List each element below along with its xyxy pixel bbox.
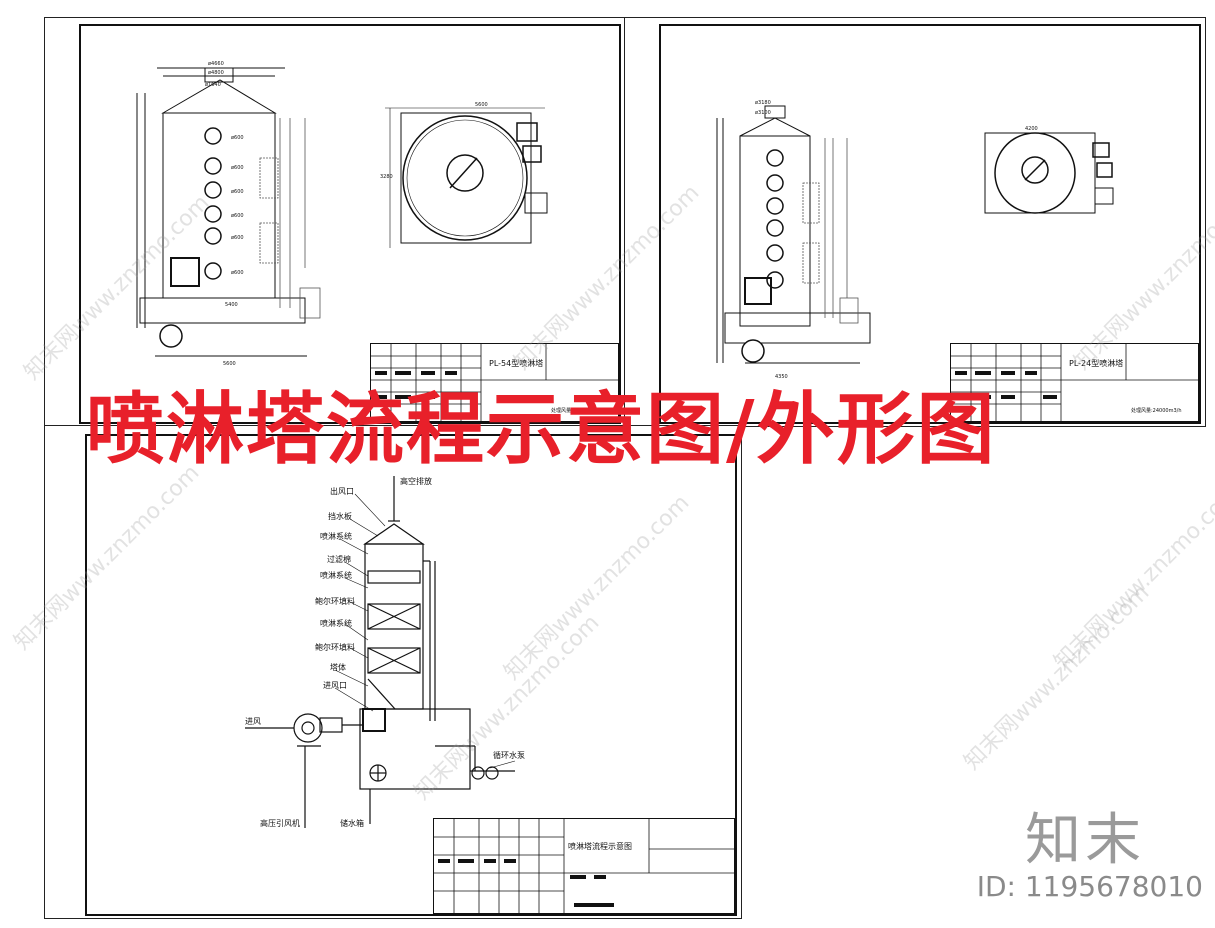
drawing-frame xyxy=(659,24,1201,424)
title-block-process: 喷淋塔流程示意图 xyxy=(433,818,735,914)
model-title-pl24: PL-24型喷淋塔 xyxy=(1069,358,1123,368)
drawing-sheet-pl54: 5600 3280 ø4660 ø4800 ø1640 ø600 ø600 ø6… xyxy=(44,17,626,427)
label-spray1: 喷淋系统 xyxy=(320,531,352,541)
title-block-pl24: PL-24型喷淋塔 处理风量:24000m3/h xyxy=(950,343,1199,422)
dim-4660: ø4660 xyxy=(208,61,224,67)
label-spray2: 喷淋系统 xyxy=(320,570,352,580)
dim-600c: ø600 xyxy=(231,189,244,195)
dim-3280: 5600 xyxy=(475,102,488,108)
process-flow-diagram: 出风口 高空排放 挡水板 喷淋系统 过滤棉 喷淋系统 鲍尔环填料 喷淋系统 鲍尔… xyxy=(245,476,525,828)
pl24-drawing: ø3180 ø3100 4200 4350 xyxy=(716,100,1114,380)
dim-4200: 4200 xyxy=(1025,126,1038,132)
dim-4350: 4350 xyxy=(775,374,788,380)
dim-600: ø600 xyxy=(231,135,244,141)
label-pump: 循环水泵 xyxy=(493,750,525,760)
label-fan: 高压引风机 xyxy=(260,818,300,828)
inlet-duct xyxy=(362,708,386,732)
label-inlet: 进风口 xyxy=(323,681,347,690)
model-title-pl54: PL-54型喷淋塔 xyxy=(489,358,543,368)
tower-body xyxy=(739,135,811,327)
water-tank xyxy=(359,708,471,790)
label-exhaust: 高空排放 xyxy=(400,476,432,486)
dim-1640: ø1640 xyxy=(205,82,221,88)
dim-3180: ø3180 xyxy=(755,100,771,106)
drawing-frame xyxy=(79,24,621,424)
watermark: 知末网www.znzmo.com xyxy=(959,580,1155,776)
pl54-drawing: 5600 3280 ø4660 ø4800 ø1640 ø600 ø600 ø6… xyxy=(136,61,548,367)
label-tower: 塔体 xyxy=(330,662,346,672)
process-title: 喷淋塔流程示意图 xyxy=(568,841,632,851)
brand-logo: 知末 xyxy=(1025,808,1145,873)
dim-600d: ø600 xyxy=(231,213,244,219)
label-tank: 储水箱 xyxy=(340,818,364,828)
dim-6000: 3280 xyxy=(380,174,393,180)
dim-5600: 5600 xyxy=(223,361,236,367)
label-spray3: 喷淋系统 xyxy=(320,618,352,628)
drawing-sheet-process: 出风口 高空排放 挡水板 喷淋系统 过滤棉 喷淋系统 鲍尔环填料 喷淋系统 鲍尔… xyxy=(44,425,742,919)
capacity-pl54: 处理风量:54000m3/h xyxy=(551,407,602,414)
label-demister: 挡水板 xyxy=(328,511,352,521)
dim-600e: ø600 xyxy=(231,235,244,241)
dim-600f: ø600 xyxy=(231,270,244,276)
tower-cap xyxy=(363,523,425,545)
title-block-pl54: PL-54型喷淋塔 处理风量:54000m3/h xyxy=(370,343,619,422)
capacity-pl24: 处理风量:24000m3/h xyxy=(1131,407,1182,414)
dim-600b: ø600 xyxy=(231,165,244,171)
label-packing2: 鲍尔环填料 xyxy=(315,642,355,652)
dim-4800: ø4800 xyxy=(208,70,224,76)
drawing-sheet-pl24: ø3180 ø3100 4200 4350 xyxy=(624,17,1206,427)
label-packing1: 鲍尔环填料 xyxy=(315,596,355,606)
headline-title: 喷淋塔流程示意图/外形图 xyxy=(86,384,997,475)
label-filter: 过滤棉 xyxy=(327,554,351,564)
label-air-in: 进风 xyxy=(245,717,261,726)
dim-3100: ø3100 xyxy=(755,110,771,116)
dim-5400: 5400 xyxy=(225,302,238,308)
label-outlet: 出风口 xyxy=(330,486,354,496)
drawing-frame xyxy=(85,434,737,916)
image-id: ID: 1195678010 xyxy=(976,870,1203,903)
